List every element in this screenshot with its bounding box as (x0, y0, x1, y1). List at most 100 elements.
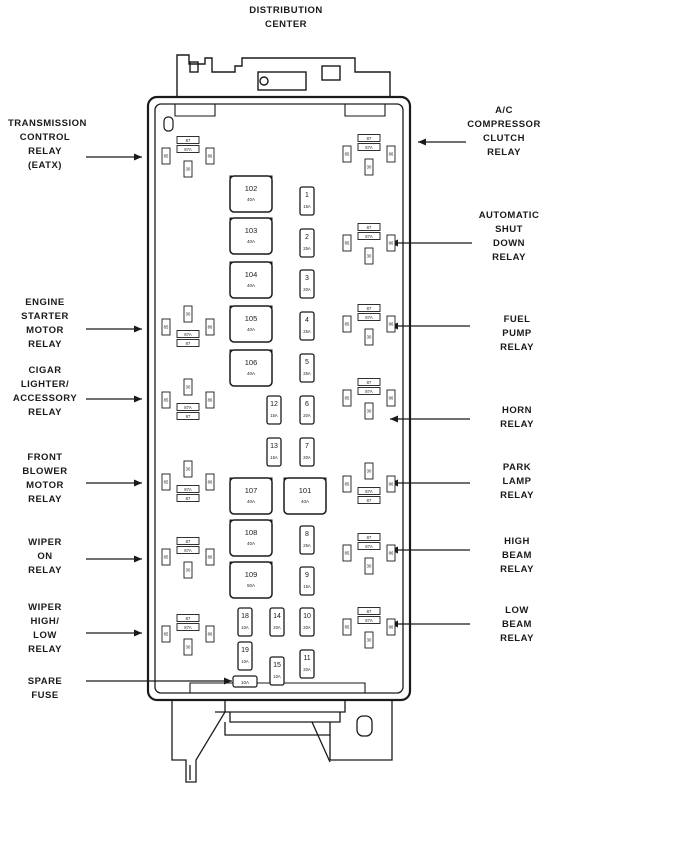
label-cigar-lighter-accessory-relay: CIGAR LIGHTER/ ACCESSORY RELAY (12, 365, 78, 418)
mini-fuse-body (299, 607, 315, 637)
relay-terminal-label: 87A (184, 332, 192, 337)
mini-fuse-number: 12 (270, 401, 278, 408)
relay-terminal (205, 147, 215, 165)
relay-terminal (176, 330, 200, 338)
mini-fuse-number: 10 (303, 613, 311, 620)
relay-terminal (161, 473, 171, 491)
mini-fuse-body (237, 641, 253, 671)
relay-terminal (386, 389, 396, 407)
relay-terminal (183, 561, 193, 579)
relay-terminal-label: 86 (389, 241, 394, 246)
relay-terminal-label: 87 (186, 341, 191, 346)
relay-terminal (205, 548, 215, 566)
mini-fuse-rating: 15A (303, 204, 311, 209)
relay-terminal (205, 625, 215, 643)
relay-terminal-label: 87A (184, 405, 192, 410)
mini-fuse-rating: 25A (303, 246, 311, 251)
relay-terminal (342, 315, 352, 333)
maxi-fuse-number: 103 (245, 226, 258, 235)
relay-terminal-label: 85 (345, 625, 350, 630)
mini-fuse-rating: 20A (303, 667, 311, 672)
mini-fuse-number: 5 (305, 359, 309, 366)
maxi-fuse-number: 102 (245, 184, 258, 193)
mini-fuse-number: 1 (305, 192, 309, 199)
latch-slot (163, 116, 174, 132)
arrow-right-3-head (390, 415, 398, 423)
relay-terminal (161, 625, 171, 643)
relay-terminal (161, 391, 171, 409)
relay-terminal (176, 623, 200, 631)
relay-terminal-label: 86 (389, 322, 394, 327)
mini-fuse-body (266, 437, 282, 467)
mini-fuse-rating: 25A (303, 543, 311, 548)
relay-terminal-label: 86 (208, 154, 213, 159)
mini-fuse-body (299, 395, 315, 425)
relay-terminal-label: 87A (365, 544, 373, 549)
label-fuel-pump-relay: FUEL PUMP RELAY (500, 314, 534, 353)
relay-terminal (357, 542, 381, 550)
relay-terminal-label: 86 (389, 551, 394, 556)
relay-terminal-label: 30 (186, 467, 191, 472)
relay-terminal-label: 87A (184, 487, 192, 492)
relay-terminal (357, 496, 381, 504)
relay-terminal-label: 85 (164, 398, 169, 403)
relay-terminal-label: 30 (367, 409, 372, 414)
relay-terminal (183, 460, 193, 478)
arrow-left-2-head (134, 395, 142, 403)
maxi-fuse-body (229, 217, 273, 255)
relay-terminal-label: 87A (184, 147, 192, 152)
arrow-left-0-head (134, 153, 142, 161)
relay-terminal (357, 143, 381, 151)
relay-terminal-label: 85 (345, 396, 350, 401)
mini-fuse-body (299, 525, 315, 555)
maxi-fuse-rating: 50A (247, 583, 255, 588)
relay-terminal-label: 86 (389, 152, 394, 157)
mini-fuse-body (237, 607, 253, 637)
maxi-fuse-number: 104 (245, 270, 258, 279)
mini-fuse-body (299, 269, 315, 299)
spare-fuse: 10A (232, 675, 258, 688)
relay-terminal (161, 548, 171, 566)
relay-terminal-label: 85 (345, 551, 350, 556)
relay-terminal (176, 494, 200, 502)
relay-terminal (176, 136, 200, 144)
relay-terminal-label: 87 (186, 616, 191, 621)
relay-terminal-label: 30 (367, 254, 372, 259)
relay-terminal-label: 30 (186, 167, 191, 172)
relay-terminal (176, 145, 200, 153)
relay-terminal (386, 618, 396, 636)
relay-terminal (357, 223, 381, 231)
maxi-fuse-number: 106 (245, 358, 258, 367)
relay-terminal-label: 87 (367, 225, 372, 230)
relay-terminal-label: 87 (367, 136, 372, 141)
relay-terminal (342, 234, 352, 252)
mini-fuse-number: 15 (273, 662, 281, 669)
relay-terminal-label: 87A (365, 389, 373, 394)
relay-terminal (176, 614, 200, 622)
maxi-fuse-rating: 40A (247, 371, 255, 376)
relay-terminal (357, 616, 381, 624)
mini-fuse-number: 14 (273, 613, 281, 620)
relay-terminal (357, 232, 381, 240)
relay-terminal-label: 86 (208, 398, 213, 403)
relay-terminal-label: 85 (164, 555, 169, 560)
label-horn-relay: HORN RELAY (500, 405, 534, 430)
relay-terminal-label: 87 (367, 380, 372, 385)
label-park-lamp-relay: PARK LAMP RELAY (500, 462, 534, 501)
arrow-left-5-head (134, 629, 142, 637)
mini-fuse-body (299, 311, 315, 341)
relay-terminal (205, 473, 215, 491)
